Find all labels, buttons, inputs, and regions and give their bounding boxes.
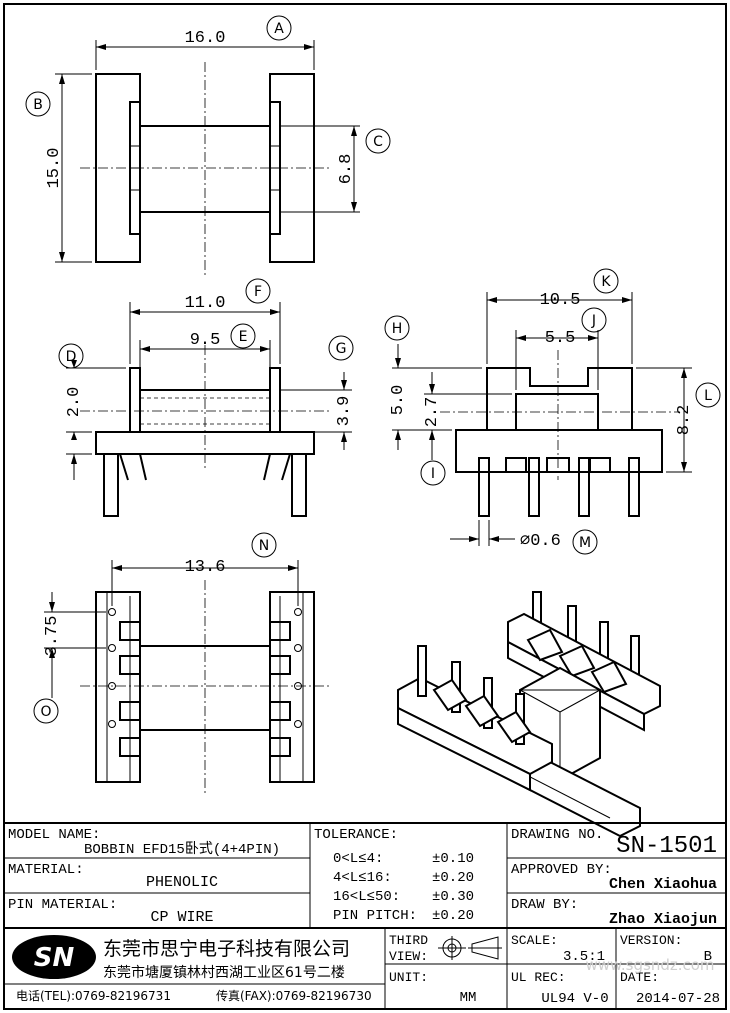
approved-by-label: APPROVED BY: <box>511 862 612 878</box>
tolerance-label: TOLERANCE: <box>314 827 398 843</box>
third-angle-projection-icon <box>438 936 502 960</box>
bottom-view: 13.6 3.75 <box>43 558 330 795</box>
front-view: 11.0 9.5 2.0 3.9 <box>65 294 354 517</box>
tolerance-range-4: PIN PITCH: <box>333 908 417 924</box>
pin-material-label: PIN MATERIAL: <box>8 897 117 913</box>
dim-e-value: 9.5 <box>190 331 221 350</box>
company-name: 东莞市思宁电子科技有限公司 <box>103 938 350 960</box>
callout-d: D <box>66 349 77 365</box>
callout-j: J <box>591 313 596 329</box>
tolerance-value-4: ±0.20 <box>432 908 474 924</box>
date-label: DATE: <box>620 970 659 985</box>
version-value: B <box>704 949 712 965</box>
callout-c: C <box>373 134 383 150</box>
draw-by-label: DRAW BY: <box>511 897 578 913</box>
approved-by-value: Chen Xiaohua <box>609 876 717 893</box>
dim-a-value: 16.0 <box>185 29 226 48</box>
callouts: A B C D E F G H I J K L M N O <box>25 15 721 724</box>
dim-o-value: 3.75 <box>43 616 62 657</box>
third-view-label-1: THIRD <box>389 933 428 948</box>
scale-value: 3.5:1 <box>563 949 605 965</box>
callout-b: B <box>33 97 43 113</box>
watermark: www.sgsndz.com <box>585 956 714 974</box>
isometric-view <box>397 591 661 838</box>
dim-m-value: ⌀0.6 <box>520 532 561 551</box>
callout-n: N <box>259 538 269 554</box>
dim-l-value: 8.2 <box>675 405 694 436</box>
dim-j-value: 5.5 <box>545 329 576 348</box>
callout-g: G <box>336 341 347 357</box>
callout-o: O <box>40 704 51 720</box>
company-tel: 电话(TEL):0769-82196731 <box>16 989 171 1003</box>
callout-e: E <box>239 329 248 345</box>
tolerance-value-1: ±0.10 <box>432 851 474 867</box>
dim-c-value: 6.8 <box>337 154 356 185</box>
dim-f-value: 11.0 <box>185 294 226 313</box>
drawing-no-value: SN-1501 <box>616 833 717 860</box>
ul-rec-label: UL REC: <box>511 970 566 985</box>
tolerance-range-2: 4<L≤16: <box>333 870 392 886</box>
dim-i-value: 2.7 <box>423 397 442 428</box>
draw-by-value: Zhao Xiaojun <box>609 911 717 928</box>
pin-material-value: CP WIRE <box>150 909 213 926</box>
callout-l: L <box>704 388 712 404</box>
callout-h: H <box>392 321 403 337</box>
dim-b-value: 15.0 <box>45 148 64 189</box>
tolerance-value-2: ±0.20 <box>432 870 474 886</box>
scale-label: SCALE: <box>511 933 558 948</box>
callout-i: I <box>431 466 435 482</box>
callout-f: F <box>254 284 262 300</box>
material-value: PHENOLIC <box>146 874 218 891</box>
version-label: VERSION: <box>620 933 682 948</box>
side-view: 10.5 5.5 5.0 2.7 8.2 <box>389 291 694 551</box>
drawing-no-label: DRAWING NO. <box>511 827 603 843</box>
title-block: MODEL NAME: BOBBIN EFD15卧式(4+4PIN) MATER… <box>4 822 726 1009</box>
callout-a: A <box>274 21 284 37</box>
unit-value: MM <box>460 990 477 1006</box>
model-name-value: BOBBIN EFD15卧式(4+4PIN) <box>84 841 280 858</box>
third-view-label-2: VIEW: <box>389 949 428 964</box>
model-name-label: MODEL NAME: <box>8 827 100 843</box>
material-label: MATERIAL: <box>8 862 84 878</box>
date-value: 2014-07-28 <box>636 991 720 1007</box>
top-view: 16.0 15.0 6.8 <box>45 29 360 275</box>
dim-d-value: 2.0 <box>65 387 84 418</box>
company-logo-text: SN <box>34 943 75 973</box>
sheet-border <box>3 3 727 1010</box>
callout-m: M <box>579 535 591 551</box>
company-logo <box>12 935 96 979</box>
tolerance-range-1: 0<L≤4: <box>333 851 383 867</box>
dim-n-value: 13.6 <box>185 558 226 577</box>
dim-h-value: 5.0 <box>389 385 408 416</box>
company-fax: 传真(FAX):0769-82196730 <box>216 988 372 1003</box>
ul-rec-value: UL94 V-0 <box>541 991 608 1007</box>
tolerance-range-3: 16<L≤50: <box>333 889 400 905</box>
dim-k-value: 10.5 <box>540 291 581 310</box>
dim-g-value: 3.9 <box>335 396 354 427</box>
tolerance-value-3: ±0.30 <box>432 889 474 905</box>
callout-k: K <box>601 274 611 290</box>
company-address: 东莞市塘厦镇林村西湖工业区61号二楼 <box>103 964 345 981</box>
unit-label: UNIT: <box>389 970 428 985</box>
